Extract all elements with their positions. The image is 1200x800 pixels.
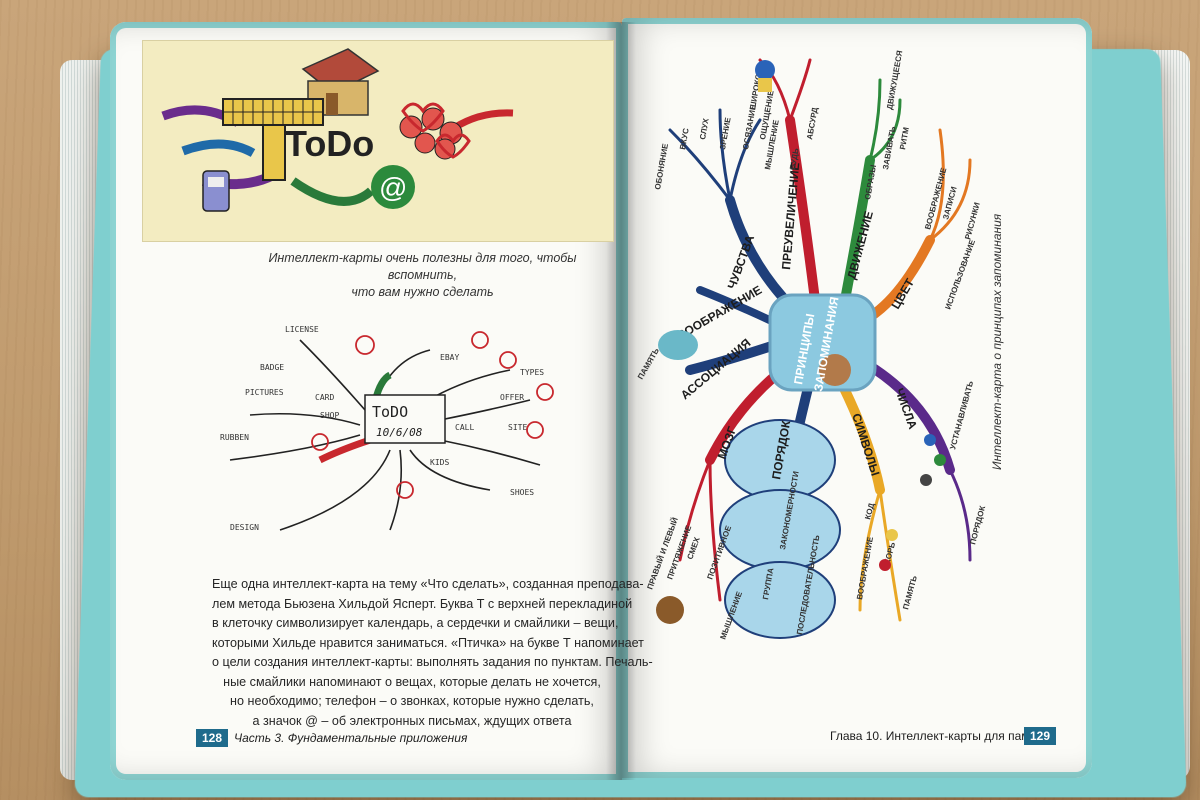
paragraph-line: которыми Хильде нравится заниматься. «Пт… (212, 635, 644, 650)
map-word: TYPES (520, 368, 544, 377)
caption-line-1: Интеллект-карты очень полезны для того, … (268, 251, 577, 282)
todo-text: ToDo (285, 123, 374, 164)
running-footer-left: Часть 3. Фундаментальные приложения (234, 731, 468, 745)
smiley-icons (399, 107, 463, 160)
order-cloud (719, 419, 841, 639)
sub-label: АБСУРД (805, 106, 820, 140)
paragraph-line: а значок @ – об электронных письмах, жду… (252, 713, 572, 728)
map-word: KIDS (430, 458, 449, 467)
sub-label: ПАМЯТЬ (636, 346, 661, 381)
sub-label: ДВИЖУЩЕЕСЯ (885, 49, 904, 110)
map-word: SHOES (510, 488, 534, 497)
todo-illustration: ToDo @ (142, 40, 614, 242)
at-sign-drawing: @ (371, 165, 415, 209)
map-word: OFFER (500, 393, 524, 402)
map-word: SHOP (320, 411, 339, 420)
at-sign-text: @ (379, 172, 407, 203)
sub-label: РИСУНКИ (963, 201, 982, 240)
vertical-figure-caption: Интеллект-карта о принципах запоминания (990, 213, 1004, 470)
sub-label: БУДЬ (788, 147, 801, 170)
sub-label: ВООБРАЖЕНИЕ (855, 535, 875, 600)
sub-label: УСТАНАВЛИВАТЬ (948, 380, 975, 451)
robot-figure-icon (656, 596, 684, 624)
handwritten-mind-map: ToDO 10/6/08 LICENSE BADGE PICTURES CARD… (190, 300, 600, 570)
sub-label: ВКУС (678, 127, 691, 150)
symbol-icons (879, 434, 946, 571)
map-word: EBAY (440, 353, 459, 362)
map-word: BADGE (260, 363, 284, 372)
map-word: PICTURES (245, 388, 284, 397)
right-page (622, 18, 1092, 778)
paragraph-line: Еще одна интеллект-карта на тему «Что сд… (212, 577, 644, 591)
memory-principles-mind-map: ПРИНЦИПЫ ЗАПОМИНАНИЯ ЧУВСТВА ПРЕУВЕЛИЧЕН… (630, 40, 1070, 720)
phone-drawing (202, 170, 230, 212)
map-word: RUBBEN (220, 433, 249, 442)
sub-label: ОБОНЯНИЕ (653, 142, 670, 190)
page-number-left: 128 (196, 729, 229, 747)
elephant-figure-icon (658, 330, 698, 360)
illustration-caption: Интеллект-карты очень полезны для того, … (250, 250, 595, 301)
heart-icons (401, 102, 471, 159)
running-footer-right: Глава 10. Интеллект-карты для памяти (830, 729, 1049, 743)
mind-map-center-date: 10/6/08 (376, 426, 423, 439)
map-word: LICENSE (285, 325, 319, 334)
center-bubble (768, 293, 877, 392)
paragraph-line: но необходимо; телефон – о звонках, кото… (230, 694, 594, 708)
mind-map-center-title: ToDO (372, 403, 408, 421)
map-word: CALL (455, 423, 474, 432)
toy-figure-icon (755, 60, 775, 92)
sub-label: РИТМ (898, 126, 911, 150)
paragraph-line: лем метода Бьюзена Хильдой Ясперт. Буква… (212, 596, 633, 611)
paragraph-line: в клеточку символизирует календарь, а се… (212, 616, 619, 630)
paragraph-line: о цели создания интеллект-карты: выполня… (212, 655, 653, 669)
sub-label: СЛУХ (698, 117, 711, 140)
sub-label: ПОРЯДОК (968, 505, 987, 546)
sub-label: ПАМЯТЬ (901, 575, 919, 611)
map-word: SITE (508, 423, 527, 432)
sub-label: ИСПОЛЬЗОВАНИЕ (943, 238, 977, 311)
branch-dvizhenie: ДВИЖЕНИЕ (844, 210, 876, 281)
calendar-grid-drawing (222, 98, 324, 181)
page-number-right: 129 (1024, 727, 1057, 745)
check-circles (311, 331, 554, 499)
paragraph-line: ные смайлики напоминают о вещах, которые… (223, 674, 601, 689)
caption-line-2: что вам нужно сделать (351, 285, 494, 299)
branch-simvoly: СИМВОЛЫ (849, 412, 882, 478)
sub-label: КОД (863, 502, 876, 521)
map-word: CARD (315, 393, 334, 402)
map-word: DESIGN (230, 523, 259, 532)
description-paragraph: Еще одна интеллект-карта на тему «Что сд… (212, 575, 653, 731)
